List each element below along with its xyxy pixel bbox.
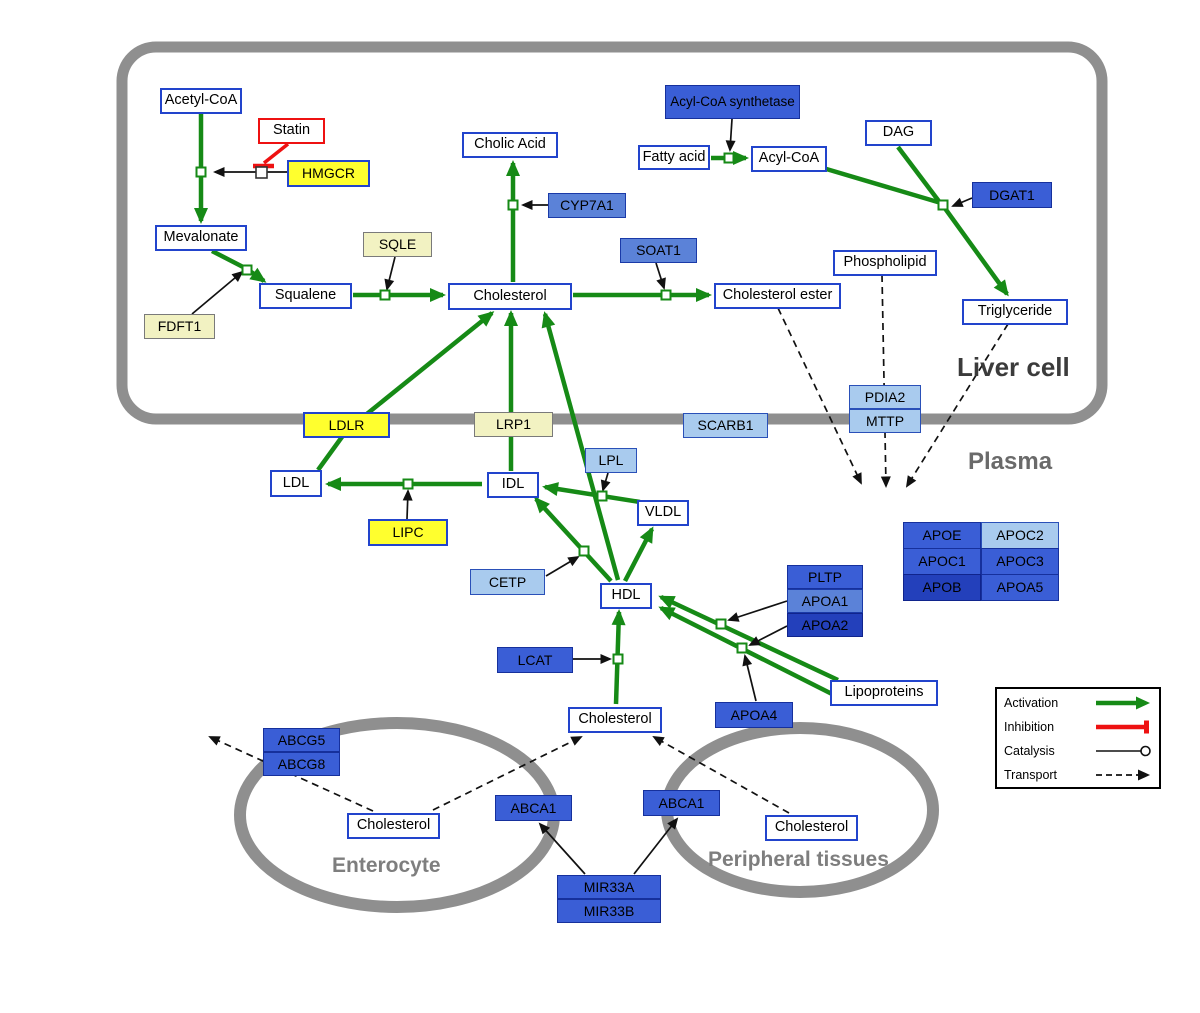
node-apoe[interactable]: APOE <box>903 522 981 549</box>
node-abcg5[interactable]: ABCG5 <box>263 728 340 752</box>
legend-row-transport: Transport <box>997 763 1159 787</box>
node-lipc[interactable]: LIPC <box>368 519 448 546</box>
node-apoa1[interactable]: APOA1 <box>787 589 863 613</box>
node-dag[interactable]: DAG <box>865 120 932 146</box>
node-cetp[interactable]: CETP <box>470 569 545 595</box>
inhibition-edge <box>253 142 290 169</box>
node-abca1-peripheral[interactable]: ABCA1 <box>643 790 720 816</box>
node-idl[interactable]: IDL <box>487 472 539 498</box>
node-cholesterol-plasma[interactable]: Cholesterol <box>568 707 662 733</box>
legend-catalysis-label: Catalysis <box>1004 744 1055 758</box>
node-acyl-coa-synthetase[interactable]: Acyl-CoA synthetase <box>665 85 800 119</box>
liver-cell-label: Liver cell <box>957 352 1070 382</box>
node-ldl[interactable]: LDL <box>270 470 322 497</box>
liver-cell-membrane <box>116 41 1108 425</box>
node-statin[interactable]: Statin <box>258 118 325 144</box>
node-hmgcr[interactable]: HMGCR <box>287 160 370 187</box>
catalysis-site-marker <box>255 166 268 179</box>
node-sqle[interactable]: SQLE <box>363 232 432 257</box>
node-acyl-coa[interactable]: Acyl-CoA <box>751 146 827 172</box>
transport-arrow-icon <box>1096 769 1150 781</box>
node-soat1[interactable]: SOAT1 <box>620 238 697 263</box>
node-lpl[interactable]: LPL <box>585 448 637 473</box>
legend-transport-label: Transport <box>1004 768 1058 782</box>
compartment-shapes <box>116 41 1108 913</box>
node-triglyceride[interactable]: Triglyceride <box>962 299 1068 325</box>
node-pdia2[interactable]: PDIA2 <box>849 385 921 409</box>
node-apoc3[interactable]: APOC3 <box>981 548 1059 575</box>
node-cholesterol-enterocyte[interactable]: Cholesterol <box>347 813 440 839</box>
node-cholesterol-peripheral[interactable]: Cholesterol <box>765 815 858 841</box>
node-fatty-acid[interactable]: Fatty acid <box>638 145 710 170</box>
inhibition-tee-icon <box>1096 720 1149 734</box>
node-pltp[interactable]: PLTP <box>787 565 863 589</box>
legend-activation-label: Activation <box>1004 696 1059 710</box>
node-cyp7a1[interactable]: CYP7A1 <box>548 193 626 218</box>
legend: Activation Inhibition Catalysis Transpor… <box>995 687 1161 789</box>
node-cholic-acid[interactable]: Cholic Acid <box>462 132 558 158</box>
node-cholesterol-ester[interactable]: Cholesterol ester <box>714 283 841 309</box>
node-apob[interactable]: APOB <box>903 574 981 601</box>
node-squalene[interactable]: Squalene <box>259 283 352 309</box>
node-apoc2[interactable]: APOC2 <box>981 522 1059 549</box>
node-acetyl-coa[interactable]: Acetyl-CoA <box>160 88 242 114</box>
activation-arrow-icon <box>1096 696 1150 710</box>
junction-nodes <box>195 152 949 665</box>
peripheral-tissues-label: Peripheral tissues <box>708 848 889 871</box>
node-abca1-enterocyte[interactable]: ABCA1 <box>495 795 572 821</box>
node-vldl[interactable]: VLDL <box>637 500 689 526</box>
node-fdft1[interactable]: FDFT1 <box>144 314 215 339</box>
node-scarb1[interactable]: SCARB1 <box>683 413 768 438</box>
legend-row-activation: Activation <box>997 691 1159 715</box>
node-dgat1[interactable]: DGAT1 <box>972 182 1052 208</box>
node-ldlr[interactable]: LDLR <box>303 412 390 438</box>
node-cholesterol-liver[interactable]: Cholesterol <box>448 283 572 310</box>
node-hdl[interactable]: HDL <box>600 583 652 609</box>
node-mir33a[interactable]: MIR33A <box>557 875 661 899</box>
legend-row-inhibition: Inhibition <box>997 715 1159 739</box>
node-phospholipid[interactable]: Phospholipid <box>833 250 937 276</box>
node-apoa2[interactable]: APOA2 <box>787 613 863 637</box>
node-lcat[interactable]: LCAT <box>497 647 573 673</box>
legend-inhibition-label: Inhibition <box>1004 720 1055 734</box>
node-abcg8[interactable]: ABCG8 <box>263 752 340 776</box>
node-apoa4[interactable]: APOA4 <box>715 702 793 728</box>
node-mttp[interactable]: MTTP <box>849 409 921 433</box>
node-mevalonate[interactable]: Mevalonate <box>155 225 247 251</box>
node-lipoproteins[interactable]: Lipoproteins <box>830 680 938 706</box>
node-apoa5[interactable]: APOA5 <box>981 574 1059 601</box>
node-lrp1[interactable]: LRP1 <box>474 412 553 437</box>
legend-row-catalysis: Catalysis <box>997 739 1159 763</box>
plasma-label: Plasma <box>968 448 1053 475</box>
catalysis-edges <box>191 118 973 875</box>
catalysis-circle-icon <box>1096 745 1151 757</box>
node-apoc1[interactable]: APOC1 <box>903 548 981 575</box>
enterocyte-label: Enterocyte <box>332 854 441 877</box>
node-mir33b[interactable]: MIR33B <box>557 899 661 923</box>
